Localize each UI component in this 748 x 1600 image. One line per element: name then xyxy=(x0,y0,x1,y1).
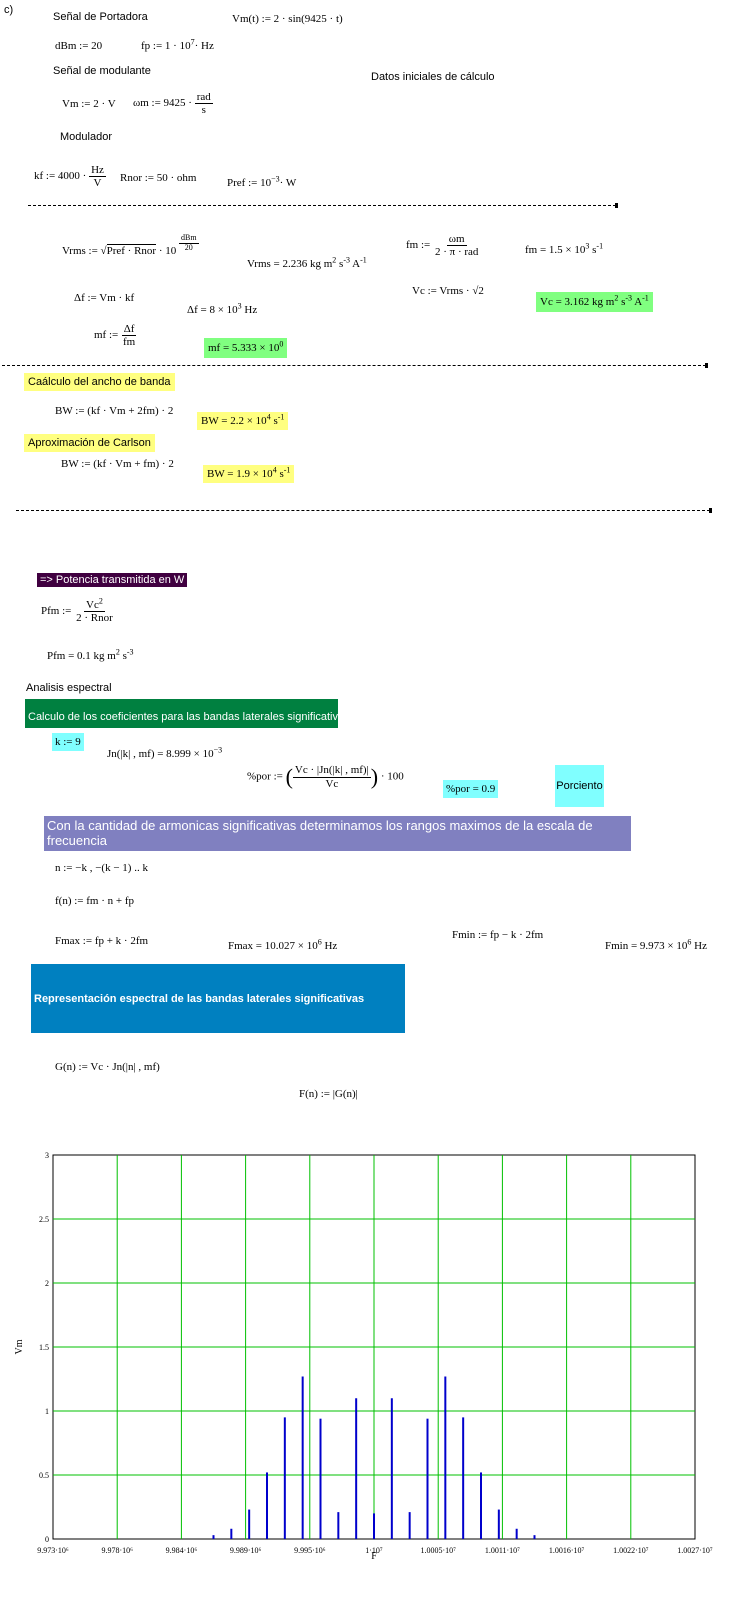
part-label: c) xyxy=(4,4,14,16)
pref-definition: Pref := 10−3· W xyxy=(227,174,297,189)
bw-carson-result: BW = 1.9 × 104 s-1 xyxy=(203,465,295,483)
n-definition: n := −k , −(k − 1) .. k xyxy=(55,862,148,874)
spectral-heading: Analisis espectral xyxy=(26,682,112,694)
y-tick-label: 1.5 xyxy=(39,1343,49,1352)
dbm-definition: dBm := 20 xyxy=(55,40,103,52)
vc-result: Vc = 3.162 kg m2 s-3 A-1 xyxy=(536,292,653,312)
x-tick-label: 1.0027·10⁷ xyxy=(677,1546,713,1555)
delta-f-result: Δf = 8 × 103 Hz xyxy=(187,301,258,316)
fm-result: fm = 1.5 × 103 s-1 xyxy=(525,241,604,256)
fp-definition: fp := 1 · 107· Hz xyxy=(141,37,214,52)
y-axis-label: Vm xyxy=(14,1339,25,1354)
carrier-heading: Señal de Portadora xyxy=(53,11,148,23)
y-tick-label: 0.5 xyxy=(39,1471,49,1480)
mf-result: mf = 5.333 × 100 xyxy=(204,338,288,358)
percent-result: %por = 0.9 xyxy=(443,780,499,798)
x-tick-label: 9.973·10⁶ xyxy=(37,1546,69,1555)
vc-definition: Vc := Vrms · √2 xyxy=(412,285,484,297)
f-definition: f(n) := fm · n + fp xyxy=(55,895,134,907)
fmin-result: Fmin = 9.973 × 106 Hz xyxy=(605,937,707,952)
modulator-heading: Modulador xyxy=(60,131,112,143)
y-tick-label: 3 xyxy=(45,1151,49,1160)
range-heading: Con la cantidad de armonicas significati… xyxy=(44,816,631,851)
chart-bars xyxy=(212,1376,536,1539)
bw-definition: BW := (kf · Vm + 2fm) · 2 xyxy=(55,405,174,417)
bw-carson-definition: BW := (kf · Vm + fm) · 2 xyxy=(61,458,174,470)
vm-t-definition: Vm(t) := 2 · sin(9425 · t) xyxy=(232,13,343,25)
vm-definition: Vm := 2 · V xyxy=(62,98,116,110)
jn-result: Jn(|k| , mf) = 8.999 × 10−3 xyxy=(107,745,223,760)
x-tick-label: 1·10⁷ xyxy=(365,1546,383,1555)
y-tick-label: 2.5 xyxy=(39,1215,49,1224)
fmax-result: Fmax = 10.027 × 106 Hz xyxy=(228,937,338,952)
F-definition: F(n) := |G(n)| xyxy=(299,1088,358,1100)
x-axis-label: F xyxy=(371,1551,377,1562)
x-tick-label: 9.978·10⁶ xyxy=(101,1546,133,1555)
region-separator xyxy=(2,363,708,368)
x-tick-label: 9.995·10⁶ xyxy=(294,1546,326,1555)
x-tick-label: 1.0011·10⁷ xyxy=(485,1546,520,1555)
modulating-heading: Señal de modulante xyxy=(53,65,151,77)
carson-heading: Aproximación de Carlson xyxy=(24,434,155,452)
y-tick-label: 2 xyxy=(45,1279,49,1288)
region-separator xyxy=(28,203,618,208)
spectrum-chart: 9.973·10⁶ 9.978·10⁶ 9.984·10⁶ 9.989·10⁶ 9.99… xyxy=(14,1151,713,1562)
rnor-definition: Rnor := 50 · ohm xyxy=(120,172,197,184)
fmin-definition: Fmin := fp − k · 2fm xyxy=(452,929,544,941)
k-definition: k := 9 xyxy=(52,733,84,751)
representation-heading: Representación espectral de las bandas l… xyxy=(31,964,405,1033)
chart-ticks: 9.973·10⁶ 9.978·10⁶ 9.984·10⁶ 9.989·10⁶ 9.99… xyxy=(37,1151,713,1555)
power-heading: => Potencia transmitida en W xyxy=(37,573,188,587)
y-tick-label: 0 xyxy=(45,1535,49,1544)
percent-definition: %por := (Vc · |Jn(|k| , mf)|Vc) · 100 xyxy=(247,764,404,790)
g-definition: G(n) := Vc · Jn(|n| , mf) xyxy=(55,1061,160,1073)
bandwidth-heading: Caálculo del ancho de banda xyxy=(24,373,175,391)
x-tick-label: 9.989·10⁶ xyxy=(230,1546,262,1555)
x-tick-label: 1.0022·10⁷ xyxy=(613,1546,649,1555)
delta-f-definition: Δf := Vm · kf xyxy=(74,292,135,304)
x-tick-label: 1.0016·10⁷ xyxy=(549,1546,585,1555)
porciento-label: Porciento xyxy=(555,765,604,807)
initial-data-label: Datos iniciales de cálculo xyxy=(371,71,495,83)
coefficients-heading: Calculo de los coeficientes para las ban… xyxy=(25,699,350,728)
x-tick-label: 9.984·10⁶ xyxy=(166,1546,198,1555)
x-tick-label: 1.0005·10⁷ xyxy=(420,1546,456,1555)
fmax-definition: Fmax := fp + k · 2fm xyxy=(55,935,149,947)
y-tick-label: 1 xyxy=(45,1407,49,1416)
chart-grid xyxy=(52,1154,696,1540)
bw-result: BW = 2.2 × 104 s-1 xyxy=(197,412,289,430)
region-separator xyxy=(16,508,712,513)
vrms-result: Vrms = 2.236 kg m2 s-3 A-1 xyxy=(247,255,367,270)
pfm-result: Pfm = 0.1 kg m2 s-3 xyxy=(47,647,134,662)
